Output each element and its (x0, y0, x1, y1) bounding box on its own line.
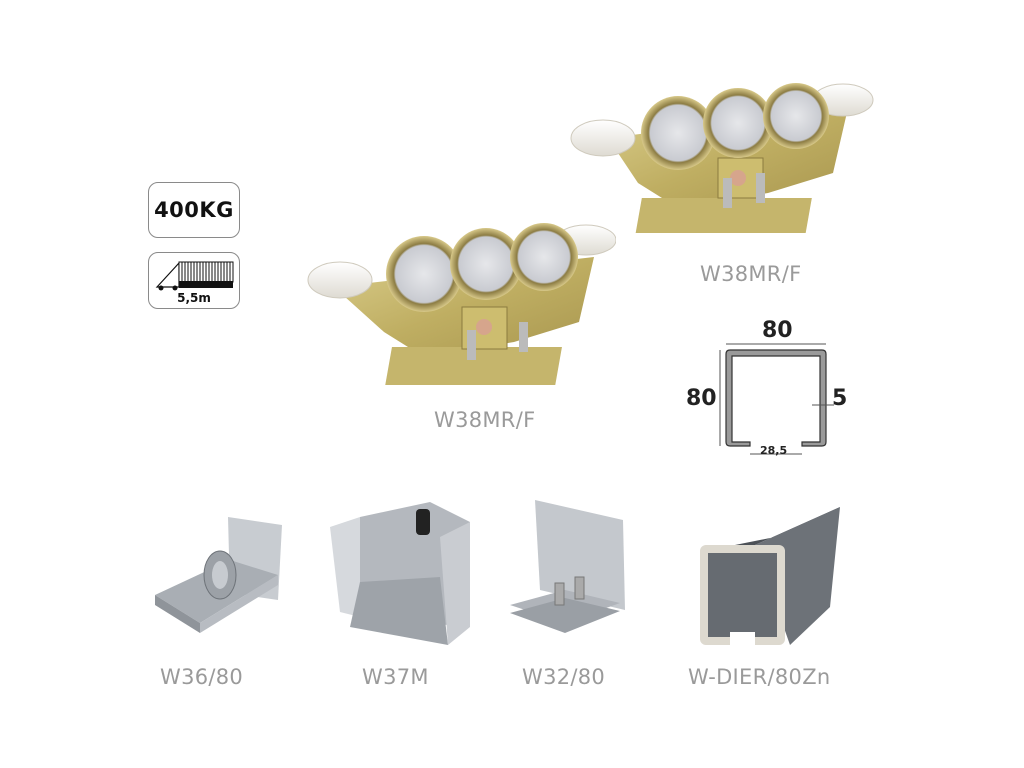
sliding-gate-icon (155, 261, 234, 291)
track-profile-diagram: 80 80 5 28,5 (686, 318, 856, 466)
gate-length-badge: 5,5m (148, 252, 240, 309)
profile-opening: 28,5 (760, 444, 788, 457)
gate-length-value: 5,5m (177, 291, 211, 305)
profile-height: 80 (686, 386, 717, 411)
end-roller-bracket-image (150, 505, 285, 640)
steel-track-image (690, 497, 845, 652)
gate-catcher-image (330, 497, 475, 647)
roller-carriage-image-front (304, 222, 616, 400)
product-code-track: W-DIER/80Zn (688, 665, 831, 689)
product-code-end-roller: W36/80 (160, 665, 244, 689)
product-code-carriage-top: W38MR/F (700, 262, 802, 286)
product-code-guide-bracket: W32/80 (522, 665, 606, 689)
profile-width: 80 (762, 318, 793, 343)
guide-roller-bracket-image (505, 495, 630, 645)
product-code-gate-catcher: W37M (362, 665, 429, 689)
load-capacity-value: 400KG (154, 198, 234, 222)
load-capacity-badge: 400KG (148, 182, 240, 238)
roller-carriage-image-top (568, 78, 878, 248)
profile-thickness: 5 (832, 386, 848, 411)
product-code-carriage-front: W38MR/F (434, 408, 536, 432)
